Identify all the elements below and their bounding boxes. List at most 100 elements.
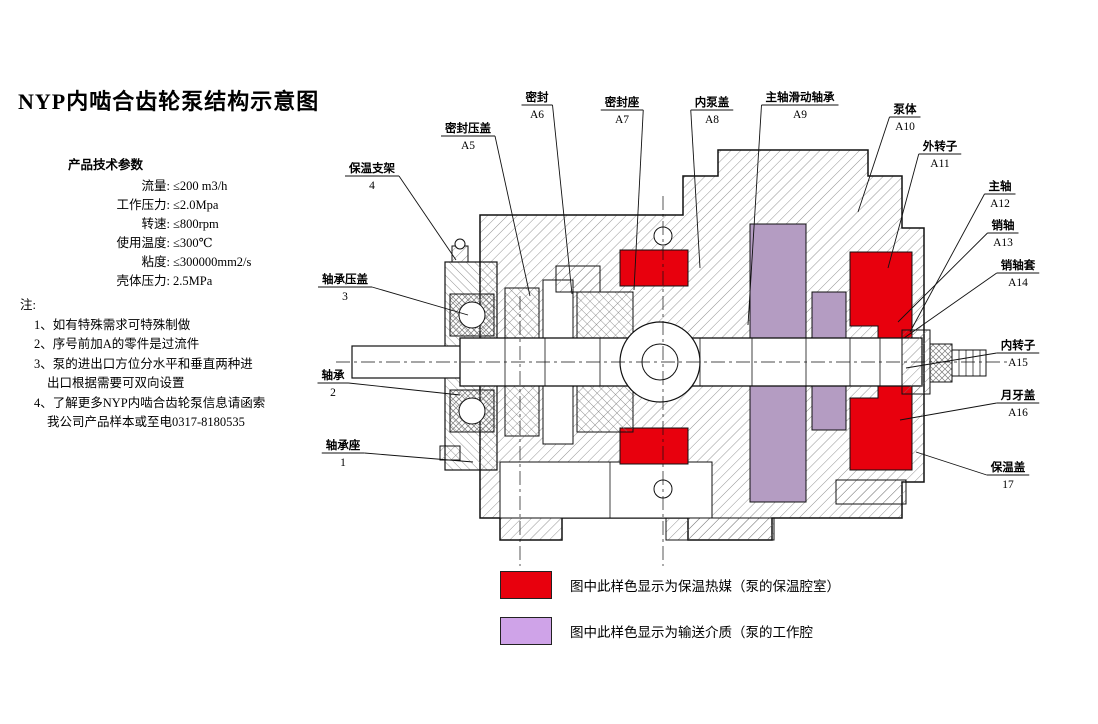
spec-row-speed: 转速: ≤800rpm — [62, 215, 332, 234]
callout-leader-line — [897, 232, 988, 323]
callout-part-name: 轴承压盖 — [322, 272, 368, 286]
callout-leader-line — [633, 109, 644, 291]
spec-panel: 产品技术参数 流量: ≤200 m3/h 工作压力: ≤2.0Mpa 转速: ≤… — [62, 156, 332, 291]
note-line-4: 4、了解更多NYP内啮合齿轮泵信息请函索 — [34, 395, 266, 410]
callout-part-number: A7 — [615, 114, 629, 126]
callout-leader-line — [348, 382, 461, 396]
callout-leader-line — [899, 402, 997, 421]
callout-leader-line — [909, 193, 985, 333]
pump-base — [499, 461, 713, 519]
spec-value: ≤300℃ — [173, 236, 213, 250]
spec-row-temperature: 使用温度: ≤300℃ — [62, 234, 332, 253]
callout-part-name: 密封 — [525, 90, 549, 104]
callout-A11: 外转子 A11 — [887, 139, 962, 269]
callout-leader-line — [903, 272, 998, 339]
spec-label: 壳体压力: — [116, 274, 170, 288]
callout-part-number: A5 — [461, 140, 475, 152]
callout-part-number: A8 — [705, 114, 719, 126]
callout-part-name: 销轴套 — [1001, 258, 1036, 272]
callout-A8: 内泵盖 A8 — [690, 95, 734, 269]
thread-marks — [958, 350, 981, 376]
callout-part-number: A11 — [930, 158, 950, 170]
callout-part-name: 保温支架 — [348, 161, 395, 175]
callout-A15: 内转子 A15 — [905, 338, 1040, 369]
callout-part-number: 17 — [1002, 479, 1014, 491]
seal-seat-lower — [576, 385, 634, 433]
callout-A5: 密封压盖 A5 — [441, 121, 531, 297]
spec-label: 转速: — [141, 217, 170, 231]
callout-part-name: 轴承 — [322, 368, 345, 382]
note-line-3-cont: 出口根据需要可双向设置 — [47, 376, 185, 390]
seat-bolt — [439, 445, 461, 461]
bracket-bolt-head — [454, 238, 466, 250]
callout-part-name: 内泵盖 — [695, 95, 730, 109]
callout-part-name: 月牙盖 — [1000, 388, 1036, 402]
working-chamber-bottom — [749, 381, 807, 503]
callout-part-number: A14 — [1008, 277, 1028, 289]
bearing-ball-bottom — [458, 397, 486, 425]
working-chamber-top — [749, 223, 807, 347]
callout-leader-line — [887, 153, 920, 269]
note-line-2: 2、序号前加A的零件是过流件 — [34, 337, 200, 351]
threaded-stub — [951, 349, 987, 377]
shaft-nut — [929, 343, 953, 383]
callout-leader-line — [552, 104, 573, 295]
callout-part-name: 主轴 — [989, 179, 1012, 193]
callout-part-number: A16 — [1008, 407, 1028, 419]
callout-part-name: 外转子 — [922, 139, 958, 153]
callout-A7: 密封座 A7 — [600, 95, 644, 291]
callout-2: 轴承2 — [317, 368, 461, 399]
spec-row-flow: 流量: ≤200 m3/h — [62, 177, 332, 196]
legend-item-insulation: 图中此样色显示为保温热媒（泵的保温腔室） — [500, 571, 840, 599]
callout-leader-line — [494, 135, 531, 297]
callout-part-name: 密封座 — [604, 95, 640, 109]
callout-part-name: 主轴滑动轴承 — [766, 90, 835, 104]
callout-leader-line — [747, 104, 762, 326]
callout-part-number: A15 — [1008, 357, 1028, 369]
right-foot — [835, 479, 907, 505]
centerlines — [336, 196, 1008, 566]
callout-part-name: 轴承座 — [326, 438, 361, 452]
notes-panel: 注: 1、如有特殊需求可特殊制做 2、序号前加A的零件是过流件 3、泵的进出口方… — [20, 296, 320, 433]
legend-text: 图中此样色显示为输送介质（泵的工作腔 — [570, 625, 813, 640]
callout-part-name: 密封压盖 — [444, 121, 491, 135]
legend-swatch-insulation — [500, 571, 552, 599]
callout-A14: 销轴套 A14 — [903, 258, 1040, 339]
spec-row-pressure: 工作压力: ≤2.0Mpa — [62, 196, 332, 215]
callout-part-number: A13 — [993, 237, 1013, 249]
callout-leader-line — [915, 451, 987, 476]
seal-lower — [542, 385, 574, 445]
legend-item-medium: 图中此样色显示为输送介质（泵的工作腔 — [500, 617, 840, 645]
notes-heading: 注: — [20, 298, 36, 312]
insulation-chamber-top — [619, 249, 689, 287]
spec-label: 粘度: — [141, 255, 170, 269]
spec-row-shell-pressure: 壳体压力: 2.5MPa — [62, 272, 332, 291]
spec-value: ≤800rpm — [173, 217, 219, 231]
spec-label: 流量: — [141, 179, 170, 193]
callout-leader-line — [364, 452, 474, 463]
bottom-flange — [665, 517, 775, 541]
callout-part-number: 4 — [369, 180, 375, 192]
insulation-chamber-bottom — [619, 427, 689, 465]
callout-leader-line — [398, 175, 457, 261]
callout-part-name: 内转子 — [1001, 338, 1036, 352]
seal-gland — [504, 287, 540, 339]
legend: 图中此样色显示为保温热媒（泵的保温腔室） 图中此样色显示为输送介质（泵的工作腔 — [500, 571, 840, 664]
spec-row-viscosity: 粘度: ≤300000mm2/s — [62, 253, 332, 272]
seal-gland-lower — [504, 385, 540, 437]
seal-seat — [576, 291, 634, 339]
spec-value: ≤200 m3/h — [173, 179, 228, 193]
spec-label: 工作压力: — [116, 198, 170, 212]
spec-heading: 产品技术参数 — [68, 158, 144, 172]
spec-label: 使用温度: — [116, 236, 170, 250]
